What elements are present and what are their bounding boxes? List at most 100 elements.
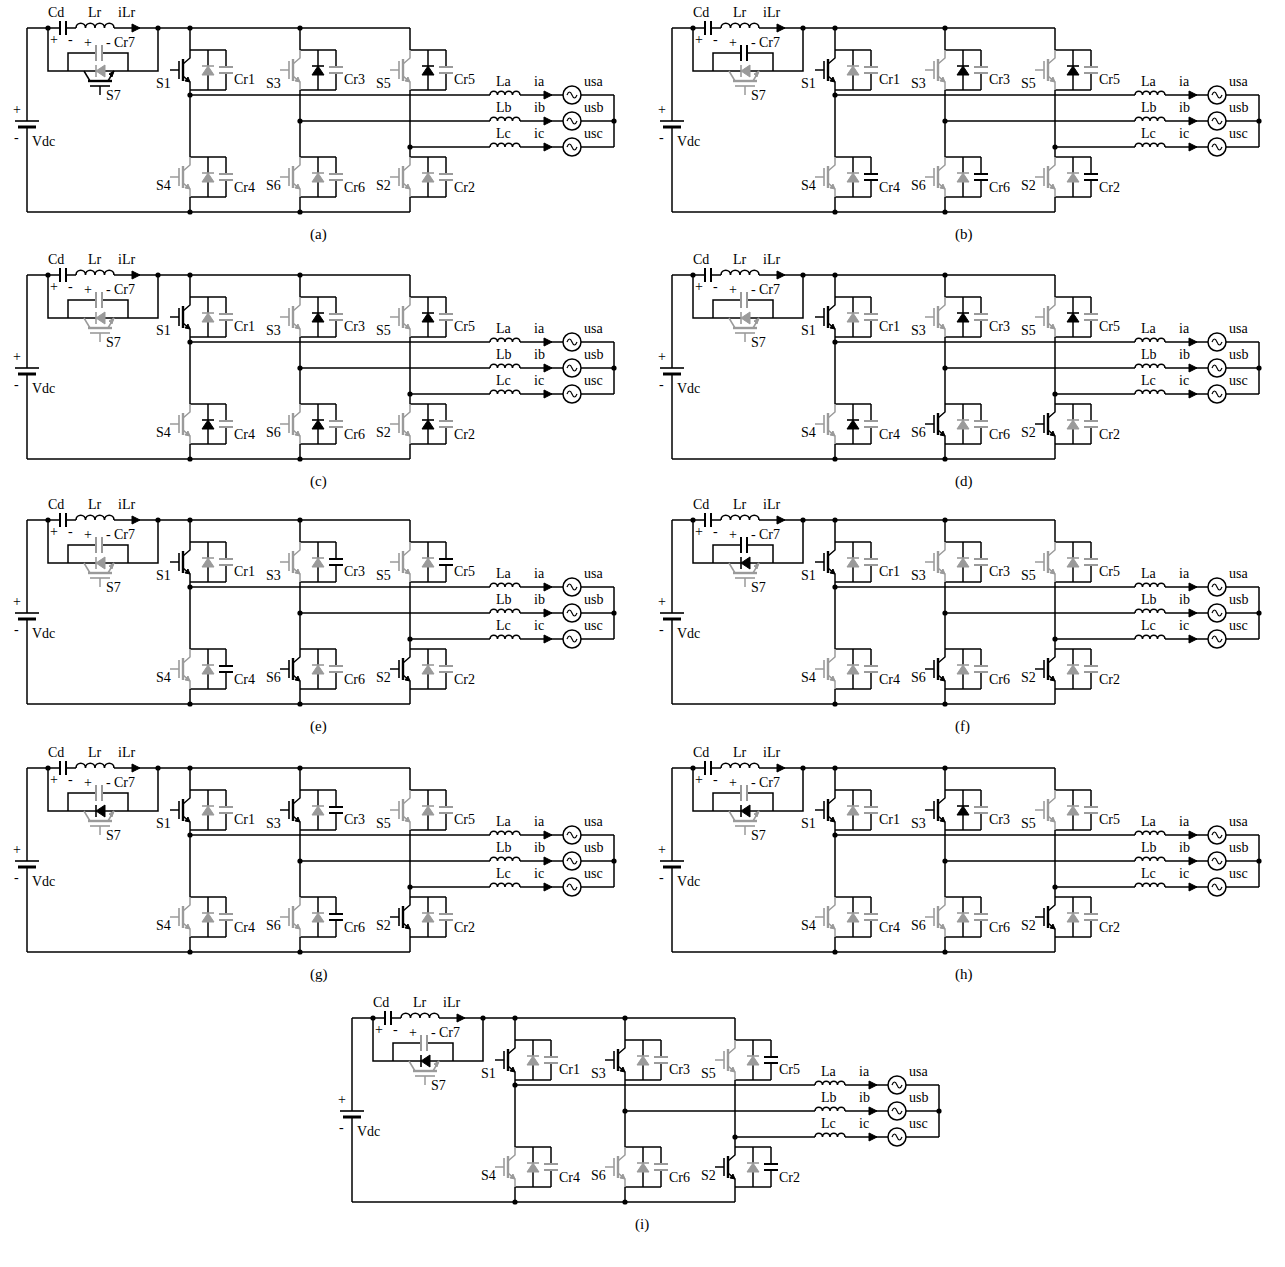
capacitor-plate xyxy=(18,373,36,376)
wire xyxy=(672,767,705,769)
component-label: S2 xyxy=(1021,179,1036,193)
polarity-mark: - xyxy=(14,623,19,637)
wire xyxy=(225,542,227,559)
wire xyxy=(102,53,128,71)
wire xyxy=(1072,297,1074,313)
capacitor-plate xyxy=(974,806,988,808)
wire xyxy=(1165,341,1208,343)
ac-source-symbol xyxy=(1208,604,1226,622)
sine-mark xyxy=(892,1134,902,1140)
junction-dot xyxy=(512,1082,517,1087)
igbt-emitter xyxy=(433,1061,439,1071)
component-label: S6 xyxy=(266,671,281,685)
polarity-mark: - xyxy=(14,378,19,392)
component-label: S6 xyxy=(911,671,926,685)
wire xyxy=(1165,586,1208,588)
igbt-arrow xyxy=(1050,184,1055,189)
igbt-emitter xyxy=(1048,323,1055,337)
component-label: Cr2 xyxy=(779,1171,800,1185)
capacitor-plate xyxy=(1084,919,1098,921)
wire xyxy=(672,951,1055,953)
igbt-arrow xyxy=(185,431,190,436)
wire xyxy=(225,649,227,666)
gate-lead xyxy=(170,916,179,918)
junction-dot xyxy=(832,517,837,522)
wire xyxy=(410,638,490,640)
wire xyxy=(1165,886,1208,888)
wire xyxy=(1054,768,1056,790)
component-label: Lc xyxy=(1141,619,1156,633)
polarity-mark: + xyxy=(84,36,92,50)
gate-lead xyxy=(170,316,179,318)
component-label: usc xyxy=(909,1117,928,1131)
diode-bar xyxy=(957,172,969,174)
wire xyxy=(1165,146,1208,148)
gate-lead xyxy=(1035,809,1044,811)
ac-source-symbol xyxy=(888,1128,906,1146)
wire xyxy=(581,860,614,862)
wire xyxy=(393,1043,421,1061)
inductor-symbol xyxy=(1135,609,1165,613)
igbt-arrow xyxy=(1050,569,1055,574)
igbt-arrow xyxy=(295,324,300,329)
wire xyxy=(189,830,191,897)
wire xyxy=(1055,638,1135,640)
diode-symbol xyxy=(202,420,214,429)
wire xyxy=(317,897,319,913)
igbt-emitter xyxy=(183,76,190,90)
junction-dot xyxy=(611,610,616,615)
inductor-symbol xyxy=(490,364,520,368)
inductor-symbol xyxy=(490,390,520,394)
igbt-emitter xyxy=(828,568,835,582)
polarity-mark: + xyxy=(338,1093,346,1107)
wire xyxy=(735,1136,815,1138)
circuit-panel xyxy=(660,513,1262,707)
junction-dot xyxy=(942,765,947,770)
current-arrow xyxy=(1189,91,1197,99)
junction-dot xyxy=(690,517,695,522)
gate-lead xyxy=(280,69,289,71)
component-label: Lc xyxy=(496,867,511,881)
diode-symbol xyxy=(422,66,434,75)
wire xyxy=(671,619,673,704)
component-label: Lb xyxy=(496,348,512,362)
diode-symbol xyxy=(1067,806,1079,815)
circuit-panel xyxy=(15,761,617,955)
wire xyxy=(1165,120,1208,122)
wire xyxy=(520,367,563,369)
capacitor-plate xyxy=(439,72,453,74)
circuit-panel xyxy=(660,21,1262,215)
wire xyxy=(752,1147,754,1163)
wire xyxy=(48,28,96,71)
component-label: Lb xyxy=(1141,841,1157,855)
igbt-emitter xyxy=(183,568,190,582)
wire xyxy=(1090,897,1092,914)
component-label: S1 xyxy=(156,324,171,338)
component-label: Cr1 xyxy=(879,73,900,87)
wire xyxy=(980,404,982,421)
wire xyxy=(672,211,1055,213)
wire xyxy=(671,867,673,952)
wire xyxy=(1090,565,1092,582)
igbt-emitter xyxy=(938,183,945,197)
polarity-mark: - xyxy=(14,871,19,885)
wire xyxy=(26,867,28,952)
capacitor-plate xyxy=(329,420,343,422)
component-label: ia xyxy=(534,567,544,581)
diode-bar xyxy=(740,312,742,324)
wire xyxy=(207,815,209,830)
component-label: S1 xyxy=(156,817,171,831)
component-label: Lb xyxy=(821,1091,837,1105)
wire xyxy=(427,50,429,66)
current-arrow xyxy=(544,831,552,839)
inductor-label: Lr xyxy=(413,996,426,1010)
igbt-emitter xyxy=(1048,76,1055,90)
igbt-emitter xyxy=(293,675,300,689)
diode-bar xyxy=(1067,912,1079,914)
diode-bar xyxy=(957,805,969,807)
igbt-arrow xyxy=(1050,431,1055,436)
panel-caption: (g) xyxy=(310,967,328,982)
wire xyxy=(962,429,964,444)
capacitor-plate xyxy=(101,45,103,61)
junction-dot xyxy=(297,610,302,615)
